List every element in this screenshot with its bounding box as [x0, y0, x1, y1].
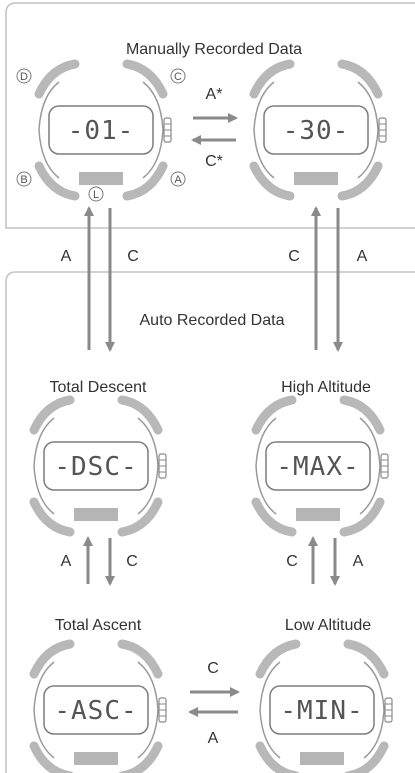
arrow-manual-back-label: C*	[205, 153, 223, 170]
caption-low-altitude: Low Altitude	[285, 617, 371, 634]
manual-panel-title: Manually Recorded Data	[126, 41, 302, 58]
arrow-left-col-down-label: C	[126, 553, 138, 570]
watch-total-ascent-display: -ASC-	[54, 696, 137, 726]
button-c-label: C	[174, 71, 182, 83]
watch-high-altitude-display: -MAX-	[276, 452, 359, 482]
arrow-link-right-down-label: A	[357, 248, 368, 265]
watch-total-ascent: -ASC-	[34, 644, 166, 773]
button-b-label: B	[20, 174, 27, 186]
caption-total-ascent: Total Ascent	[55, 617, 142, 634]
arrow-bottom-left-label: A	[208, 730, 219, 747]
auto-panel-title: Auto Recorded Data	[140, 312, 285, 329]
watch-manual-first: -01- D C B A L	[16, 64, 186, 202]
arrow-bottom-right-label: C	[207, 660, 219, 677]
arrow-right-col-down-label: A	[353, 553, 364, 570]
caption-total-descent: Total Descent	[50, 379, 147, 396]
arrow-right-col-up-label: C	[286, 553, 298, 570]
watch-manual-last-display: -30-	[283, 116, 350, 146]
arrow-link-left-down-label: C	[127, 248, 139, 265]
watch-high-altitude: -MAX-	[256, 400, 388, 532]
caption-high-altitude: High Altitude	[281, 379, 371, 396]
watch-low-altitude-display: -MIN-	[280, 696, 363, 726]
arrow-left-col-up-label: A	[61, 553, 72, 570]
watch-manual-first-display: -01-	[68, 116, 135, 146]
watch-manual-last: -30-	[254, 64, 386, 196]
watch-low-altitude: -MIN-	[260, 644, 392, 773]
watch-total-descent-display: -DSC-	[54, 452, 137, 482]
button-a-label: A	[174, 174, 182, 186]
watch-total-descent: -DSC-	[34, 400, 166, 532]
arrow-link-left-up-label: A	[61, 248, 72, 265]
arrow-link-right-up-label: C	[288, 248, 300, 265]
arrow-manual-forward-label: A*	[206, 86, 223, 103]
button-d-label: D	[20, 71, 28, 83]
auto-panel-frame	[5, 271, 415, 773]
manual-panel-frame	[5, 2, 415, 229]
button-l-label: L	[93, 189, 99, 201]
